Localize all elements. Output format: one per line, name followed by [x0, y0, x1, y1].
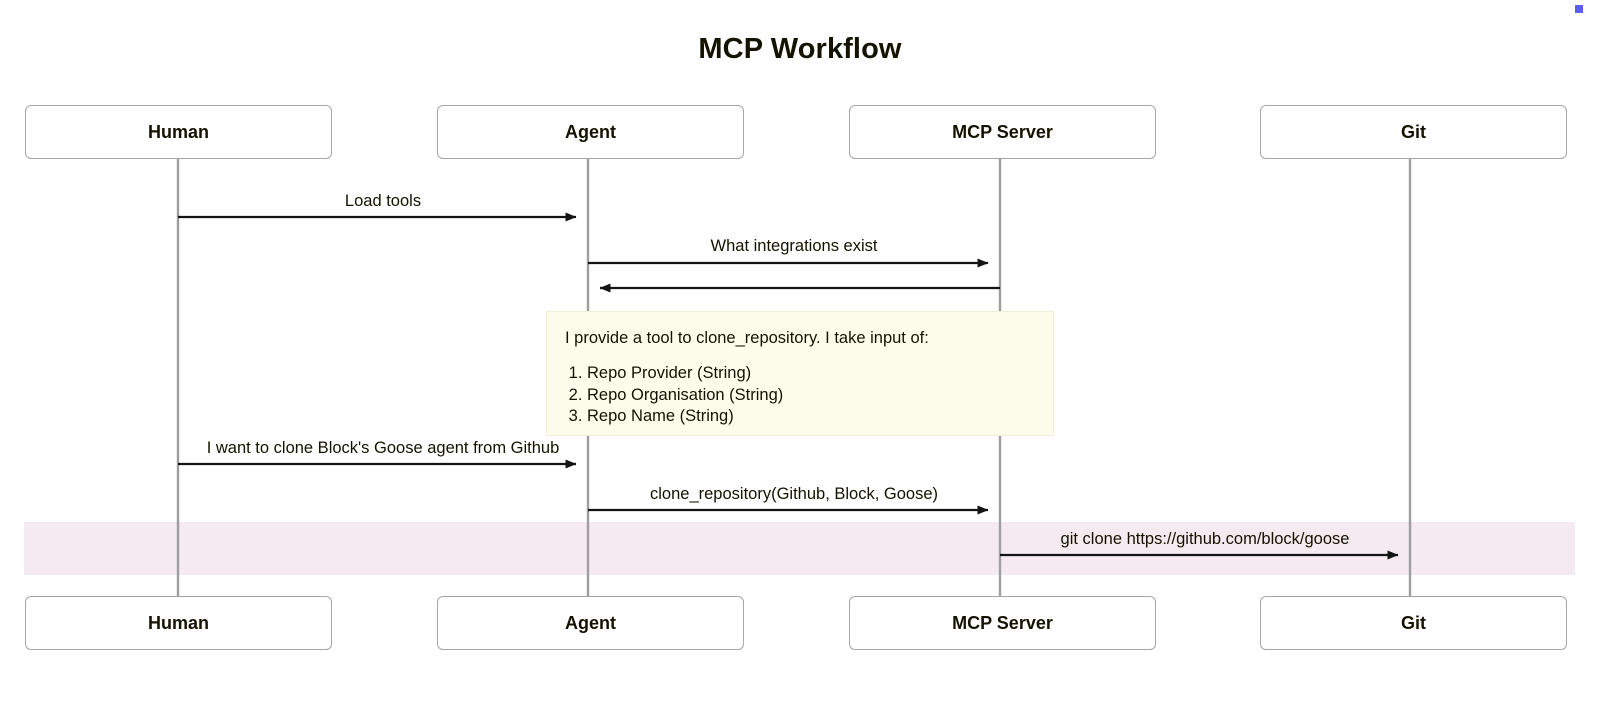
note-list: Repo Provider (String) Repo Organisation…: [565, 363, 1035, 426]
message-label-6: git clone https://github.com/block/goose: [1060, 530, 1350, 548]
note-list-item: Repo Name (String): [587, 406, 1035, 427]
participant-box-git-top[interactable]: Git: [1260, 105, 1567, 159]
participant-box-human-top[interactable]: Human: [25, 105, 332, 159]
message-label-2: What integrations exist: [710, 237, 878, 255]
participant-label: Git: [1401, 121, 1426, 142]
participant-label: Human: [147, 612, 209, 633]
note-list-item: Repo Organisation (String): [587, 385, 1035, 406]
participant-box-git-bottom[interactable]: Git: [1260, 596, 1567, 650]
note-heading: I provide a tool to clone_repository. I …: [565, 329, 929, 347]
diagram-title: MCP Workflow: [698, 33, 902, 65]
participant-label: MCP Server: [952, 121, 1053, 142]
message-label-1: Load tools: [344, 192, 422, 210]
participant-label: MCP Server: [952, 612, 1053, 633]
participant-label: Agent: [565, 612, 616, 633]
participant-box-server-bottom[interactable]: MCP Server: [849, 596, 1156, 650]
participant-label: Human: [147, 121, 209, 142]
note-box: I provide a tool to clone_repository. I …: [546, 311, 1054, 436]
note-list-item: Repo Provider (String): [587, 363, 1035, 384]
message-label-5: clone_repository(Github, Block, Goose): [650, 485, 938, 503]
corner-marker-icon: [1575, 5, 1583, 13]
participant-box-agent-bottom[interactable]: Agent: [437, 596, 744, 650]
participant-label: Git: [1401, 612, 1426, 633]
highlight-band: [24, 522, 1575, 575]
message-arrows: [178, 212, 1399, 560]
participant-box-server-top[interactable]: MCP Server: [849, 105, 1156, 159]
participant-label: Agent: [565, 121, 616, 142]
participant-box-agent-top[interactable]: Agent: [437, 105, 744, 159]
message-label-4: I want to clone Block's Goose agent from…: [206, 439, 560, 457]
participant-box-human-bottom[interactable]: Human: [25, 596, 332, 650]
